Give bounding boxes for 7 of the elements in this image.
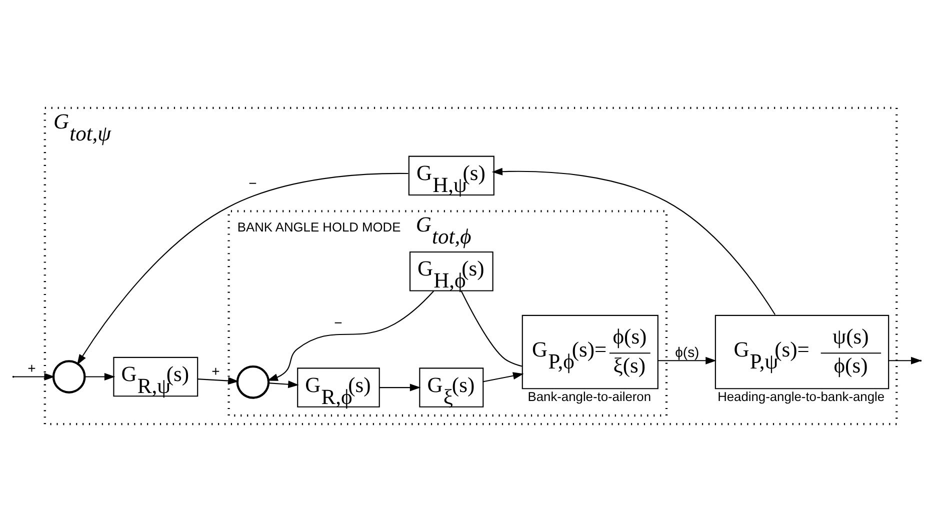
edge-label: + bbox=[28, 359, 36, 376]
node-label: Heading-angle-to-bank-angle bbox=[718, 388, 885, 404]
edge-label: − bbox=[248, 174, 257, 190]
edge-label: + bbox=[212, 362, 220, 379]
node-label: Bank-angle-to-aileron bbox=[528, 388, 652, 404]
edge-label: − bbox=[334, 314, 342, 330]
edge-label: ϕ(s) bbox=[675, 343, 700, 360]
